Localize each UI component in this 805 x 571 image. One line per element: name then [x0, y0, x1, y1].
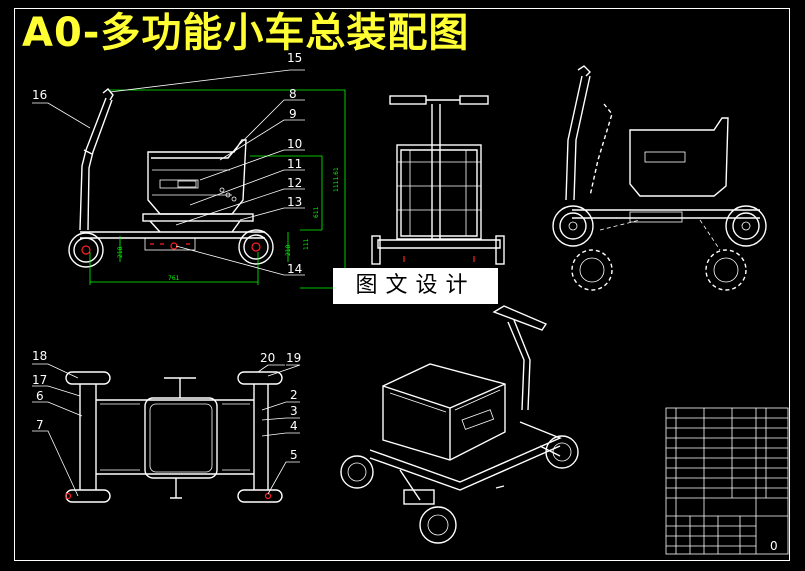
- callout-9: 9: [289, 107, 297, 121]
- dim-218-left: 218: [117, 246, 124, 258]
- callout-16: 16: [32, 88, 47, 102]
- title-block: [665, 407, 789, 555]
- isometric-view: [340, 305, 579, 544]
- callout-8: 8: [289, 87, 297, 101]
- watermark: 图文设计: [333, 268, 498, 304]
- drawing-title: A0-多功能小车总装配图: [22, 10, 470, 56]
- dim-111: 111: [303, 238, 310, 250]
- top-view: 18 17 6 7 20 19 2 3 4 5: [32, 349, 301, 503]
- dim-218-right: 218: [285, 244, 292, 256]
- callout-10: 10: [287, 137, 302, 151]
- callout-15: 15: [287, 51, 302, 65]
- drawing-frame: [14, 8, 790, 561]
- front-view: [371, 95, 505, 265]
- callout-12: 12: [287, 176, 302, 190]
- dim-611: 611: [313, 206, 320, 218]
- callout-14: 14: [287, 262, 302, 276]
- callout-7: 7: [36, 418, 44, 432]
- side-view: 761 218 218 1111.61 611 111 15 16 8 9 10: [32, 51, 346, 289]
- dim-1111: 1111.61: [333, 167, 340, 192]
- title-block-mark: 0: [770, 539, 778, 553]
- callout-6: 6: [36, 389, 44, 403]
- callout-18: 18: [32, 349, 47, 363]
- folded-view: [552, 65, 767, 291]
- callout-20: 20: [260, 351, 275, 365]
- callout-19: 19: [286, 351, 301, 365]
- callout-4: 4: [290, 419, 298, 433]
- callout-3: 3: [290, 404, 298, 418]
- dim-761: 761: [168, 275, 180, 282]
- callout-2: 2: [290, 388, 298, 402]
- callout-5: 5: [290, 448, 298, 462]
- callout-11: 11: [287, 157, 302, 171]
- callout-13: 13: [287, 195, 302, 209]
- callout-17: 17: [32, 373, 47, 387]
